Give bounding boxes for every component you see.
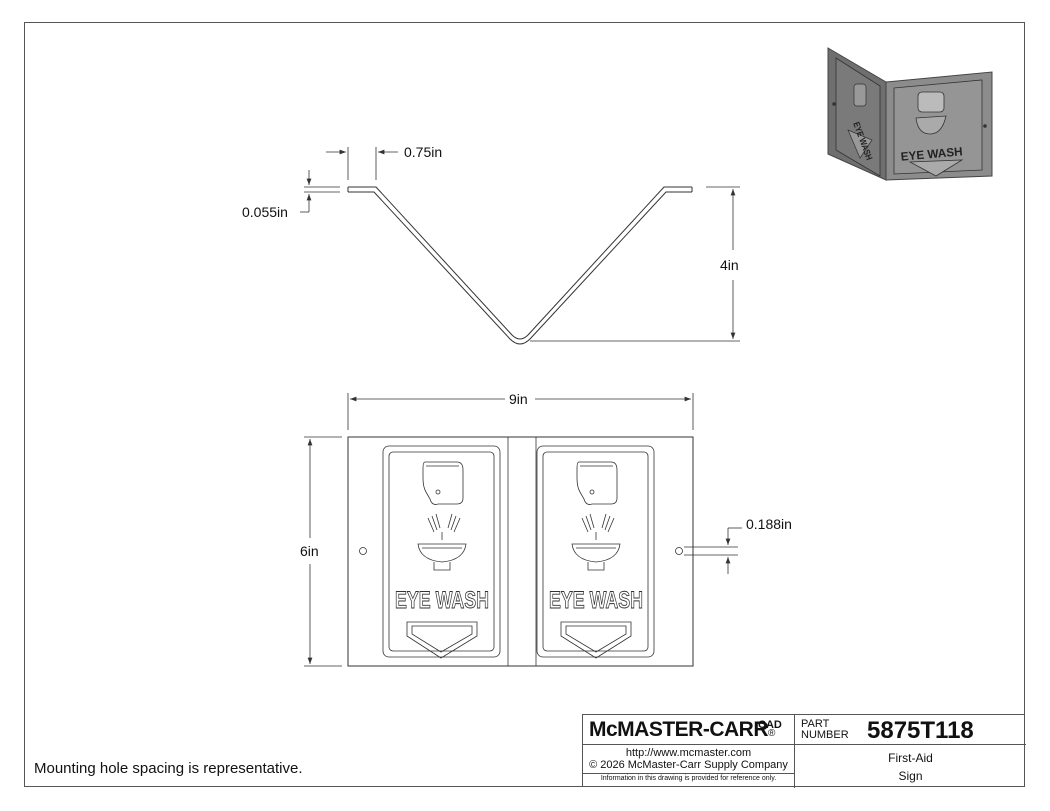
dim-flange-width: 0.75in [404,144,443,160]
copyright: © 2026 McMaster-Carr Supply Company [589,759,788,771]
eyewash-panel-right [536,445,655,659]
drawing-border [24,22,1025,787]
mounting-hole-left [359,547,367,555]
title-block: McMASTER-CARR® CAD http://www.mcmaster.c… [582,714,1026,788]
dim-depth: 4in [720,257,739,273]
company-info-cell: http://www.mcmaster.com © 2026 McMaster-… [583,745,795,788]
dim-flange-lines [326,147,398,180]
part-number: 5875T118 [867,717,974,744]
mcmaster-logo: McMASTER-CARR® [589,718,775,741]
cad-icon: CAD [758,719,782,731]
part-description: First-Aid Sign [888,751,933,783]
dim-hole-diameter: 0.188in [746,516,792,532]
iso-label-right: EYE WASH [900,144,963,163]
panel-label-left: EYE WASH [395,587,489,614]
dim-thickness-lines [300,170,340,213]
dim-depth-lines [530,186,740,342]
website-url: http://www.mcmaster.com [625,747,752,759]
eyewash-panel-left [382,445,501,659]
front-view [347,436,694,667]
dim-width: 9in [509,391,528,407]
dim-thickness: 0.055in [242,204,288,220]
dim-width-lines [347,393,694,430]
mounting-hole-right [675,547,683,555]
panel-label-right: EYE WASH [549,587,643,614]
top-view-profile [347,186,693,345]
drawing-note: Mounting hole spacing is representative. [34,760,303,777]
dim-height-lines [304,436,342,667]
dim-hole-lines [684,527,742,574]
isometric-view [827,47,993,181]
dim-height: 6in [300,543,319,559]
disclaimer: Information in this drawing is provided … [583,773,794,782]
logo-cell: McMASTER-CARR® CAD [583,715,795,745]
